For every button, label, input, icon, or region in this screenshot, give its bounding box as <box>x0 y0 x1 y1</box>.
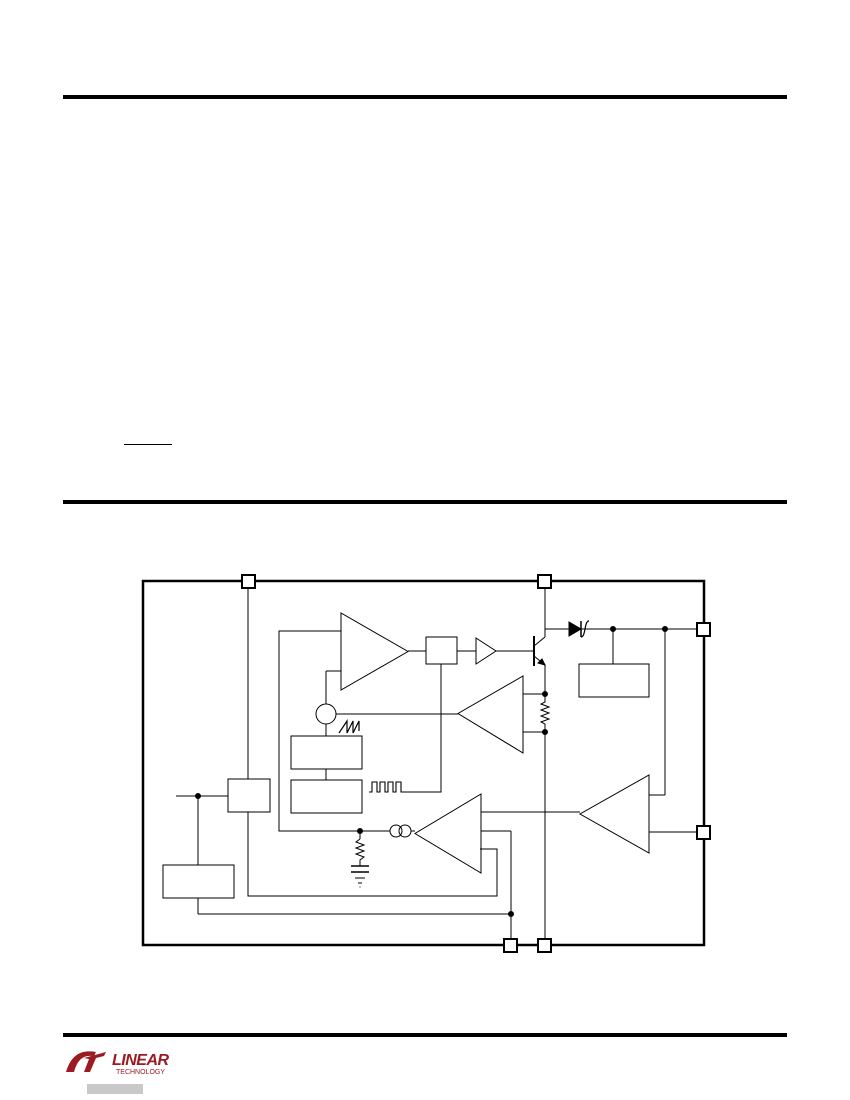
current-source-icon <box>389 824 403 838</box>
section-rule <box>63 500 787 504</box>
error-amplifier <box>414 793 482 874</box>
schottky-diode <box>568 621 582 637</box>
logic-box <box>425 636 458 665</box>
pin-top-switch <box>537 574 552 589</box>
summing-node <box>315 703 337 725</box>
top-rule <box>63 95 787 99</box>
current-sense-amp <box>457 675 524 754</box>
pin-right-feedback <box>696 825 711 840</box>
logo-text: LINEAR <box>112 1052 170 1069</box>
feedback-amplifier <box>578 774 650 854</box>
bias-resistor <box>354 838 366 866</box>
ramp-generator-box <box>290 735 363 770</box>
linear-technology-logo: LINEAR TECHNOLOGY <box>66 1051 170 1076</box>
ic-boundary <box>141 579 706 947</box>
ramp-icon <box>338 719 360 734</box>
npn-transistor <box>533 636 546 666</box>
footer-link[interactable] <box>87 1084 143 1094</box>
regulator-box <box>227 778 271 813</box>
pwm-comparator <box>340 612 410 691</box>
pin-right-output <box>696 622 711 637</box>
pin-bottom-comp <box>503 938 518 953</box>
logo-subtext: TECHNOLOGY <box>116 1069 165 1076</box>
driver-buffer <box>475 637 497 665</box>
pin-top-left <box>241 574 256 589</box>
shutdown-box <box>162 864 235 899</box>
oscillator-box <box>290 779 363 814</box>
pulse-icon <box>369 781 407 793</box>
pin-bottom-ground <box>537 938 552 953</box>
overlined-pin-label <box>124 428 172 445</box>
output-detect-box <box>578 663 650 698</box>
footer-rule <box>63 1033 787 1037</box>
